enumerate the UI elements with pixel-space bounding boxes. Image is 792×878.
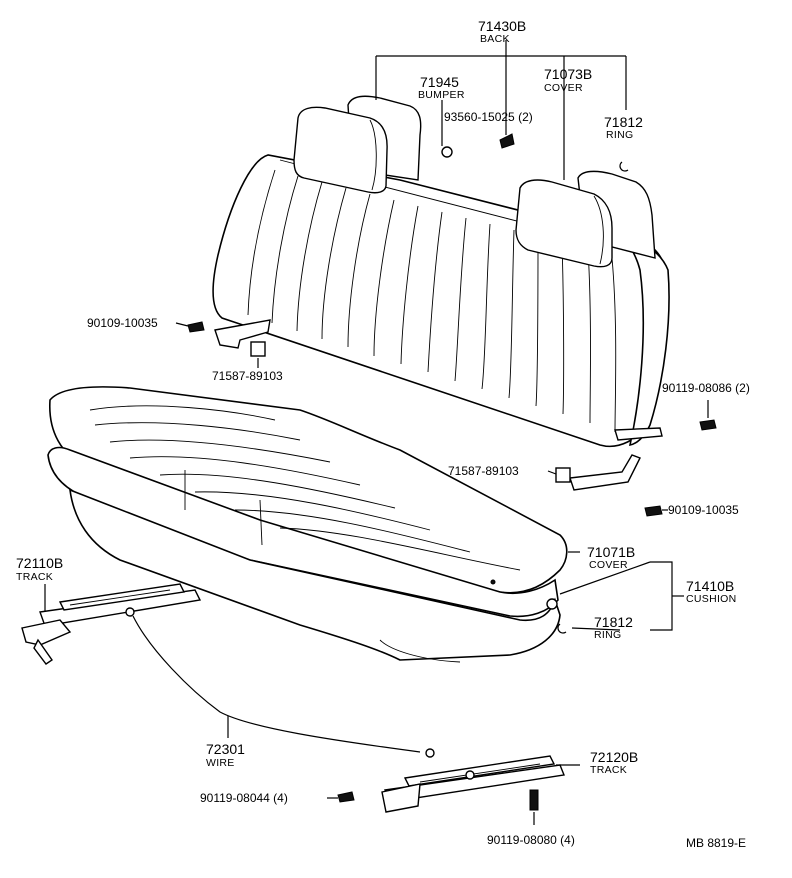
callout-cushion-ring-number: 71812: [594, 614, 633, 630]
callout-track-right-number: 72120B: [590, 749, 638, 765]
fastener-icons: [187, 133, 717, 811]
ring-icon: [619, 161, 629, 172]
callout-back-ring-label: RING: [606, 129, 633, 141]
callout-bolt-left-number: 90109-10035: [87, 316, 158, 330]
callouts: 71430B BACK 71945 BUMPER 71073B COVER 93…: [16, 18, 750, 850]
callout-back-clip-number: 93560-15025 (2): [444, 110, 533, 124]
left-track: [21, 583, 202, 665]
callout-bumper-number: 71945: [420, 74, 459, 90]
callout-wire-number: 72301: [206, 741, 245, 757]
callout-hinge-left-number: 71587-89103: [212, 369, 283, 383]
callout-track-left-label: TRACK: [16, 571, 53, 583]
leader-lines: [44, 40, 709, 825]
callout-back-ring-number: 71812: [604, 114, 643, 130]
clip-icon: [499, 133, 515, 149]
callout-bolt-right-number: 90109-10035: [668, 503, 739, 517]
bolt-icon: [187, 321, 205, 333]
hinge-cap-icon: [250, 341, 266, 357]
callout-cushion-ring-label: RING: [594, 629, 621, 641]
bolt-icon: [529, 789, 539, 811]
callout-back-cover-label: COVER: [544, 82, 583, 94]
seat-back: [212, 95, 670, 491]
callout-cushion-number: 71410B: [686, 578, 734, 594]
callout-track-right-label: TRACK: [590, 764, 627, 776]
bolt-icon: [337, 791, 355, 803]
callout-track-bolt-b-number: 90119-08080 (4): [487, 833, 575, 847]
callout-cushion-cover-label: COVER: [589, 559, 628, 571]
callout-cushion-label: CUSHION: [686, 593, 737, 605]
callout-back-label: BACK: [480, 33, 510, 45]
bumper-icon: [441, 146, 453, 158]
bolt-icon: [699, 419, 717, 431]
callout-track-left-number: 72110B: [16, 555, 63, 571]
callout-bumper-label: BUMPER: [418, 89, 465, 101]
ring-icon: [557, 623, 567, 634]
callout-hinge-right-number: 71587-89103: [448, 464, 519, 478]
callout-cushion-cover-number: 71071B: [587, 544, 635, 560]
seat-cushion: [47, 386, 568, 663]
bolt-icon: [644, 505, 663, 517]
callout-bolt-right-back-number: 90119-08086 (2): [662, 381, 750, 395]
callout-back-number: 71430B: [478, 18, 526, 34]
wire: [132, 615, 435, 758]
hinge-cap-icon: [555, 467, 571, 483]
drawing-code: MB 8819-E: [686, 836, 746, 850]
callout-wire-label: WIRE: [206, 757, 235, 769]
callout-track-bolt-a-number: 90119-08044 (4): [200, 791, 288, 805]
right-track: [381, 755, 565, 813]
callout-back-cover-number: 71073B: [544, 66, 592, 82]
